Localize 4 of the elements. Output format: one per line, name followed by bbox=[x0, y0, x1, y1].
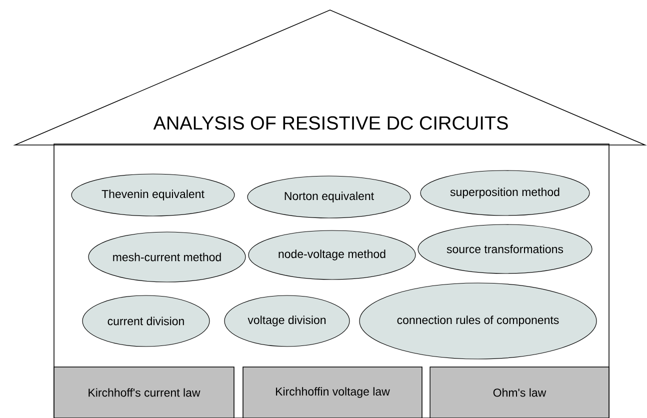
law-pillar: Kirchhoffin voltage law bbox=[242, 366, 422, 418]
law-pillar: Kirchhoff's current law bbox=[54, 366, 234, 418]
law-pillar: Ohm's law bbox=[430, 366, 610, 418]
title: ANALYSIS OF RESISTIVE DC CIRCUITS bbox=[153, 116, 508, 130]
